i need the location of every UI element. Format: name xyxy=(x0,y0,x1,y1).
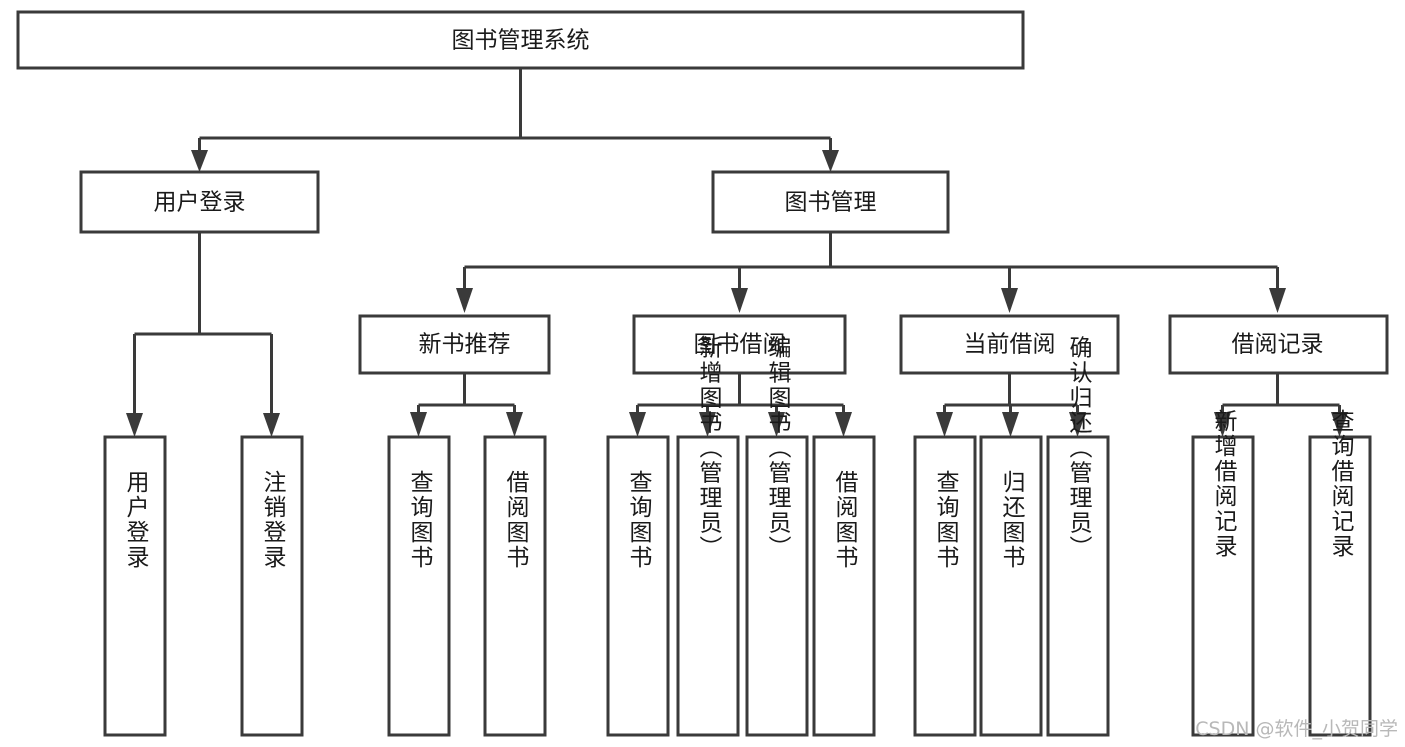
node-book-manage-box[interactable] xyxy=(711,170,950,234)
node-leaf-add-record[interactable]: 新增借阅记录 xyxy=(1191,409,1255,737)
node-leaf-borrow-book-1-label: 借阅图书 xyxy=(502,470,530,570)
arrowhead-book-borrow xyxy=(731,288,748,313)
node-current-borrow-label: 当前借阅 xyxy=(964,332,1056,358)
node-leaf-confirm-return-label: 确认归还（管理员） xyxy=(1065,336,1093,561)
node-current-borrow[interactable]: 当前借阅 xyxy=(899,314,1120,375)
node-leaf-query-record-box[interactable] xyxy=(1308,435,1372,737)
node-book-borrow-label: 图书借阅 xyxy=(694,332,786,358)
node-leaf-borrow-book-2[interactable]: 借阅图书 xyxy=(812,435,876,737)
arrowhead-leaf-borrow-book-2 xyxy=(835,412,852,437)
node-borrow-record-box[interactable] xyxy=(1168,314,1389,375)
arrowhead-leaf-query-book-3 xyxy=(936,412,953,437)
node-leaf-logout-box[interactable] xyxy=(240,435,304,737)
node-leaf-return-book-label: 归还图书 xyxy=(998,470,1026,570)
arrowhead-user-login xyxy=(191,150,208,172)
node-root-box[interactable] xyxy=(16,10,1025,70)
arrowhead-leaf-user-login xyxy=(126,413,143,437)
node-leaf-return-book-box[interactable] xyxy=(979,435,1043,737)
node-leaf-borrow-book-1[interactable]: 借阅图书 xyxy=(483,435,547,737)
arrowhead-current-borrow xyxy=(1001,288,1018,313)
node-leaf-user-login-label: 用户登录 xyxy=(122,470,150,570)
node-leaf-query-book-1-box[interactable] xyxy=(387,435,451,737)
node-new-book-rec-box[interactable] xyxy=(358,314,551,375)
watermark-label: CSDN @软件_小贺同学 xyxy=(1195,718,1398,740)
node-leaf-confirm-return[interactable]: 确认归还（管理员） xyxy=(1046,336,1110,737)
node-new-book-rec-label: 新书推荐 xyxy=(419,332,511,358)
node-leaf-user-login-box[interactable] xyxy=(103,435,167,737)
arrowhead-borrow-record xyxy=(1269,288,1286,313)
arrowhead-leaf-query-record xyxy=(1331,412,1348,437)
node-leaf-logout-label: 注销登录 xyxy=(259,470,287,570)
arrowhead-new-book-rec xyxy=(456,288,473,313)
node-leaf-query-book-1[interactable]: 查询图书 xyxy=(387,435,451,737)
node-leaf-add-record-box[interactable] xyxy=(1191,435,1255,737)
node-current-borrow-box[interactable] xyxy=(899,314,1120,375)
arrowhead-leaf-confirm-return xyxy=(1069,412,1086,437)
arrowhead-leaf-edit-book xyxy=(768,412,785,437)
node-leaf-edit-book-label: 编辑图书（管理员） xyxy=(764,336,792,561)
node-leaf-borrow-book-2-box[interactable] xyxy=(812,435,876,737)
node-new-book-rec[interactable]: 新书推荐 xyxy=(358,314,551,375)
arrowhead-leaf-query-book-2 xyxy=(629,412,646,437)
node-leaf-add-book-label: 新增图书（管理员） xyxy=(695,336,723,561)
node-leaf-query-book-3-label: 查询图书 xyxy=(932,470,960,570)
arrowhead-leaf-borrow-book-1 xyxy=(506,412,523,437)
node-leaf-borrow-book-1-box[interactable] xyxy=(483,435,547,737)
node-leaf-query-book-2-label: 查询图书 xyxy=(625,470,653,570)
node-book-manage[interactable]: 图书管理 xyxy=(711,170,950,234)
node-leaf-confirm-return-box[interactable] xyxy=(1046,435,1110,737)
arrowhead-leaf-add-book xyxy=(699,412,716,437)
node-user-login-label: 用户登录 xyxy=(154,190,246,216)
node-user-login[interactable]: 用户登录 xyxy=(79,170,320,234)
node-leaf-query-book-3[interactable]: 查询图书 xyxy=(913,435,977,737)
node-leaf-add-book[interactable]: 新增图书（管理员） xyxy=(676,336,740,737)
node-leaf-logout[interactable]: 注销登录 xyxy=(240,435,304,737)
node-leaf-query-record[interactable]: 查询借阅记录 xyxy=(1308,409,1372,737)
node-book-borrow[interactable]: 图书借阅 xyxy=(632,314,847,375)
node-borrow-record[interactable]: 借阅记录 xyxy=(1168,314,1389,375)
arrowhead-leaf-query-book-1 xyxy=(410,412,427,437)
arrowhead-leaf-add-record xyxy=(1214,412,1231,437)
node-book-borrow-box[interactable] xyxy=(632,314,847,375)
node-book-manage-label: 图书管理 xyxy=(785,190,877,216)
node-leaf-borrow-book-2-label: 借阅图书 xyxy=(831,470,859,570)
node-leaf-query-book-1-label: 查询图书 xyxy=(406,470,434,570)
node-leaf-return-book[interactable]: 归还图书 xyxy=(979,435,1043,737)
node-leaf-query-book-3-box[interactable] xyxy=(913,435,977,737)
arrowhead-book-manage xyxy=(822,150,839,172)
node-leaf-query-record-label: 查询借阅记录 xyxy=(1327,409,1355,559)
node-borrow-record-label: 借阅记录 xyxy=(1232,332,1324,358)
connector-layer xyxy=(126,68,1348,437)
node-leaf-user-login[interactable]: 用户登录 xyxy=(103,435,167,737)
arrowhead-leaf-return-book xyxy=(1002,412,1019,437)
node-user-login-box[interactable] xyxy=(79,170,320,234)
node-leaf-edit-book-box[interactable] xyxy=(745,435,809,737)
node-leaf-add-book-box[interactable] xyxy=(676,435,740,737)
node-root[interactable]: 图书管理系统 xyxy=(16,10,1025,70)
node-leaf-add-record-label: 新增借阅记录 xyxy=(1210,409,1238,559)
node-leaf-query-book-2[interactable]: 查询图书 xyxy=(606,435,670,737)
node-root-label: 图书管理系统 xyxy=(452,28,590,54)
node-leaf-edit-book[interactable]: 编辑图书（管理员） xyxy=(745,336,809,737)
node-leaf-query-book-2-box[interactable] xyxy=(606,435,670,737)
arrowhead-leaf-logout xyxy=(263,413,280,437)
